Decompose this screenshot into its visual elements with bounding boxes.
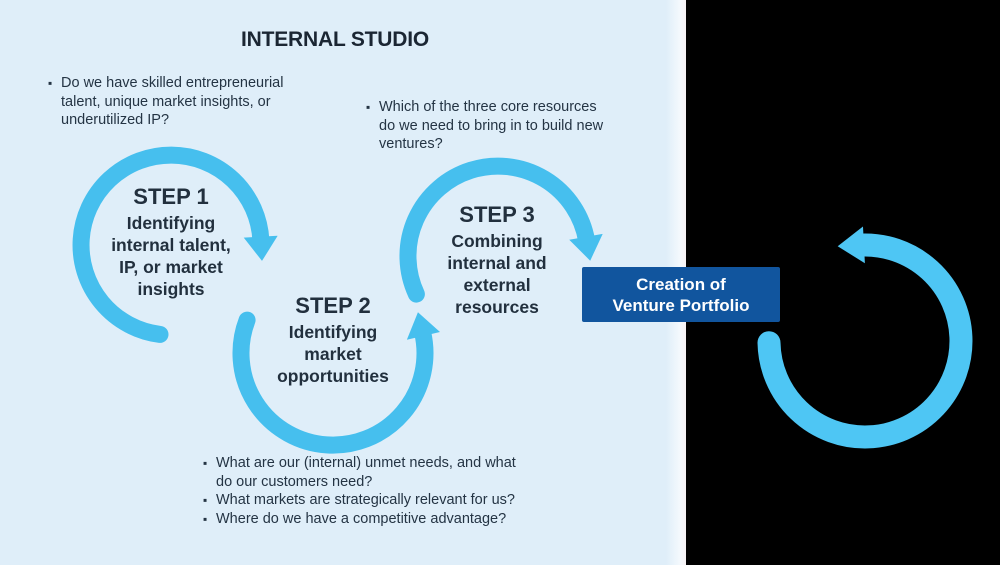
page-title: INTERNAL STUDIO: [241, 28, 429, 51]
step2-block: STEP 2 Identifying market opportunities: [233, 293, 433, 387]
note-line: talent, unique market insights, or: [61, 93, 271, 110]
venture-portfolio-box: Creation of Venture Portfolio: [582, 267, 780, 322]
step2-description-line: Identifying: [288, 322, 378, 342]
note-line: ▪Where do we have a competitive advantag…: [203, 510, 507, 527]
step3-cycle-arrow: [399, 157, 603, 303]
step1-description-line: internal talent,: [111, 235, 231, 255]
bullet-dot: ▪: [48, 76, 53, 90]
step2-cycle-arrow: [232, 311, 440, 454]
step1-label: STEP 1: [133, 184, 209, 209]
note-line: ventures?: [379, 136, 443, 152]
step3-description-line: Combining: [451, 231, 543, 251]
venture-portfolio-cycle-arrow: [757, 226, 973, 449]
note-line: underutilized IP?: [61, 112, 170, 128]
bullet-dot: ▪: [203, 493, 208, 507]
step3-description-line: internal and: [447, 253, 547, 273]
note-line: ▪Do we have skilled entrepreneurial: [48, 75, 284, 91]
bullet-dot: ▪: [203, 456, 208, 470]
step2-label: STEP 2: [295, 293, 371, 318]
step1-cycle-arrow: [72, 146, 278, 343]
note-core-resources: ▪Which of the three core resources do we…: [366, 98, 603, 154]
step1-block: STEP 1 Identifying internal talent, IP, …: [71, 184, 271, 300]
step3-block: STEP 3 Combining internal and external r…: [397, 202, 597, 318]
step1-description-line: insights: [137, 279, 205, 299]
step3-label: STEP 3: [459, 202, 535, 227]
note-line: ▪What markets are strategically relevant…: [203, 492, 515, 508]
step2-description-line: market: [304, 344, 362, 364]
venture-portfolio-label-line: Creation of: [636, 274, 726, 294]
bullet-dot: ▪: [203, 511, 208, 526]
note-market-questions: ▪What are our (internal) unmet needs, an…: [203, 454, 516, 528]
note-line: do our customers need?: [216, 473, 373, 490]
step2-description-line: opportunities: [277, 366, 389, 386]
internal-studio-panel: [0, 0, 686, 565]
venture-portfolio-label-line: Venture Portfolio: [612, 295, 750, 315]
bullet-dot: ▪: [366, 100, 371, 114]
note-line: do we need to bring in to build new: [379, 117, 604, 134]
step3-description-line: resources: [455, 297, 539, 317]
note-internal-resources: ▪Do we have skilled entrepreneurial tale…: [48, 74, 283, 130]
step1-description-line: IP, or market: [119, 257, 223, 277]
note-line: ▪Which of the three core resources: [366, 99, 597, 115]
step1-description-line: Identifying: [126, 213, 216, 233]
step3-description-line: external: [463, 275, 531, 295]
note-line: ▪What are our (internal) unmet needs, an…: [203, 455, 516, 471]
